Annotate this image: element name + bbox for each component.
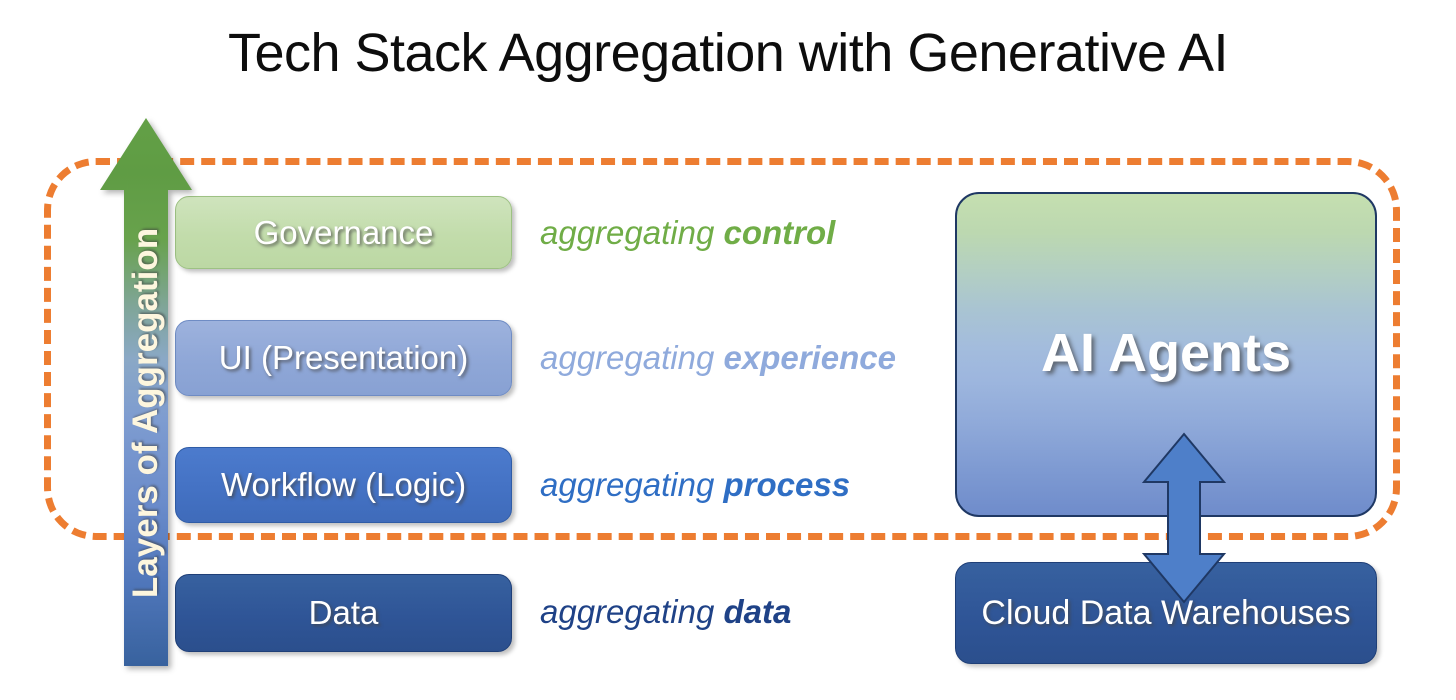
layer-bar-workflow-logic[interactable]: Workflow (Logic) [175,447,512,523]
layer-label-workflow-logic: Workflow (Logic) [220,466,467,503]
annotation-data-lead: aggregating [540,593,724,630]
annotation-experience: aggregating experience [540,339,896,377]
layer-bar-governance[interactable]: Governance [175,196,512,269]
annotation-control: aggregating control [540,214,835,252]
layer-bar-ui-presentation[interactable]: UI (Presentation) [175,320,512,396]
layers-of-aggregation-arrow-icon [100,118,192,666]
aggregation-boundary [44,158,1400,540]
cloud-data-warehouses-label: Cloud Data Warehouses [981,593,1351,632]
ai-agents-label: AI Agents [1040,322,1291,383]
bidirectional-arrow-icon [1141,432,1227,604]
annotation-process: aggregating process [540,466,850,504]
annotation-data-emph: data [723,593,792,630]
annotation-data: aggregating data [540,593,791,631]
layer-label-data: Data [308,594,379,631]
annotation-process-lead: aggregating [540,466,724,503]
layer-label-governance: Governance [253,213,434,251]
layer-bar-data[interactable]: Data [175,574,512,652]
annotation-experience-lead: aggregating [540,339,724,376]
annotation-experience-emph: experience [723,339,896,376]
page-title: Tech Stack Aggregation with Generative A… [227,23,1229,83]
annotation-control-emph: control [723,214,836,251]
layer-label-ui-presentation: UI (Presentation) [218,339,469,376]
annotation-control-lead: aggregating [540,214,724,251]
annotation-process-emph: process [723,466,851,503]
